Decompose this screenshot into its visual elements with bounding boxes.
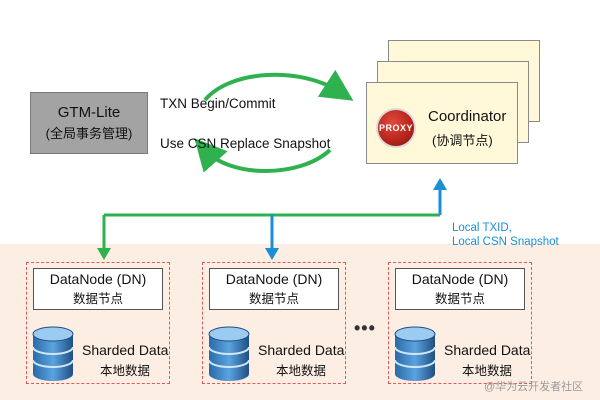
datanode-subtitle: 数据节点 [248,292,299,306]
local-data-label: 本地数据 [462,364,513,378]
txn-label: TXN Begin/Commit [160,96,276,111]
gtm-lite-box: GTM-Lite (全局事务管理) [30,92,148,154]
proxy-logo-text: PROXY [378,123,413,133]
coordinator-title: Coordinator [428,108,507,125]
database-icon [394,326,436,381]
proxy-logo-icon: PROXY [376,108,416,148]
local-data-label: 本地数据 [100,364,151,378]
datanode-cluster-1 [26,262,170,384]
sharded-data-label: Sharded Data [82,342,169,358]
datanode-cluster-3 [388,262,532,384]
local-csn-snapshot-label: Local CSN Snapshot [452,236,559,248]
coordinator-up-arrowhead [433,178,447,190]
sharded-data-label: Sharded Data [444,342,531,358]
datanode-subtitle: 数据节点 [72,292,123,306]
datanode-title: DataNode (DN) [411,271,509,287]
txn-arc-arrow [203,69,354,102]
gtm-title: GTM-Lite [57,104,121,121]
coordinator-subtitle: (协调节点) [432,133,493,148]
local-txid-label: Local TXID, [452,222,512,234]
database-icon [208,326,250,381]
datanode-box-2: DataNode (DN) 数据节点 [209,268,339,310]
datanode-title: DataNode (DN) [49,271,147,287]
watermark: @华为云开发者社区 [484,381,584,393]
csn-label: Use CSN Replace Snapshot [160,136,331,151]
datanode-subtitle: 数据节点 [434,292,485,306]
local-data-label: 本地数据 [276,364,327,378]
datanode-cluster-2 [202,262,346,384]
sharded-data-label: Sharded Data [258,342,345,358]
green-arrowhead-dn1 [97,248,111,260]
database-icon [32,326,74,381]
datanode-box-3: DataNode (DN) 数据节点 [395,268,525,310]
more-nodes-ellipsis: ••• [354,318,376,338]
datanode-title: DataNode (DN) [225,271,323,287]
blue-arrowhead-dn2 [265,248,279,260]
csn-arc-arrow [194,138,332,173]
datanode-box-1: DataNode (DN) 数据节点 [33,268,163,310]
gtm-subtitle: (全局事务管理) [45,126,133,141]
